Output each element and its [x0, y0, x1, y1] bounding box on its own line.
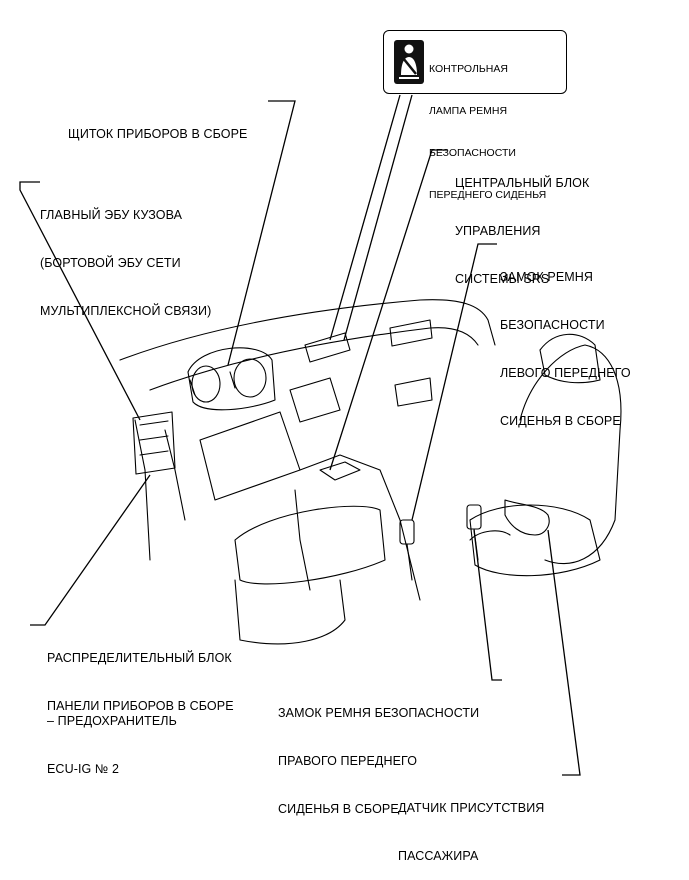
warning-lamp-callout: КОНТРОЛЬНАЯ ЛАМПА РЕМНЯ БЕЗОПАСНОСТИ ПЕР…	[383, 30, 567, 201]
junction-block-label: РАСПРЕДЕЛИТЕЛЬНЫЙ БЛОК ПАНЕЛИ ПРИБОРОВ В…	[47, 651, 234, 713]
fuse-label: – ПРЕДОХРАНИТЕЛЬ ECU-IG № 2	[47, 714, 177, 776]
right-buckle-label: ЗАМОК РЕМНЯ БЕЗОПАСНОСТИ ПРАВОГО ПЕРЕДНЕ…	[278, 706, 480, 816]
warning-lamp-label: КОНТРОЛЬНАЯ ЛАМПА РЕМНЯ БЕЗОПАСНОСТИ ПЕР…	[429, 63, 547, 201]
left-buckle-label: ЗАМОК РЕМНЯ БЕЗОПАСНОСТИ ЛЕВОГО ПЕРЕДНЕГ…	[500, 270, 631, 428]
srs-center-label: ЦЕНТРАЛЬНЫЙ БЛОК УПРАВЛЕНИЯ СИСТЕМЫ SRS	[455, 176, 590, 286]
seatbelt-icon	[394, 40, 424, 84]
instrument-cluster-label: ЩИТОК ПРИБОРОВ В СБОРЕ	[68, 127, 248, 141]
body-ecu-label: ГЛАВНЫЙ ЭБУ КУЗОВА (БОРТОВОЙ ЭБУ СЕТИ МУ…	[40, 208, 212, 318]
vehicle-interior-illustration	[19, 94, 622, 776]
occupant-sensor-label: ДАТЧИК ПРИСУТСТВИЯ ПАССАЖИРА	[398, 801, 545, 863]
